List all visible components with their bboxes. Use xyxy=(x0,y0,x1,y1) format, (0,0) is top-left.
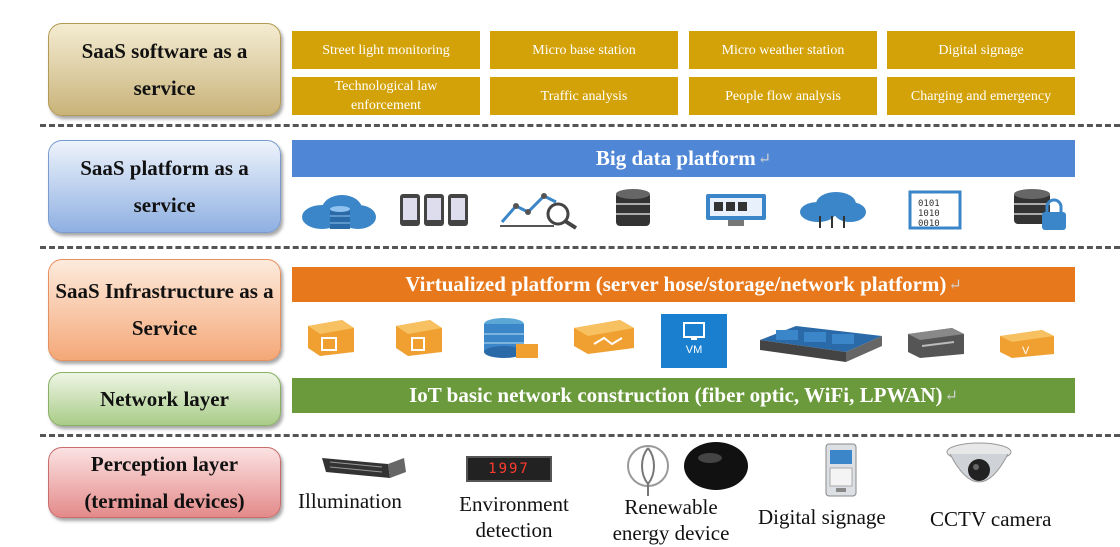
server-box-icon xyxy=(308,320,354,356)
device-label-environment: Environment detection xyxy=(459,492,569,542)
mobile-devices-icon xyxy=(400,194,468,226)
iaas-layer-label: SaaS Infrastructure as a Service xyxy=(55,279,274,340)
network-construction-bar: IoT basic network construction (fiber op… xyxy=(292,378,1075,413)
svg-text:0010: 0010 xyxy=(918,219,940,229)
binary-data-icon: 0101 1010 0010 xyxy=(908,190,962,230)
return-mark: ↵ xyxy=(948,276,962,294)
display-reading: 1997 xyxy=(488,461,530,477)
virtualized-platform-label: Virtualized platform (server hose/storag… xyxy=(405,272,947,296)
cloud-database-icon xyxy=(302,195,376,229)
vm-label: VM xyxy=(685,344,703,356)
device-label-digital-signage: Digital signage xyxy=(758,505,886,529)
server-unit-icon xyxy=(908,328,964,358)
separator-1 xyxy=(40,124,1120,127)
digital-signage-kiosk-icon xyxy=(825,443,857,497)
app-micro-weather-station: Micro weather station xyxy=(689,31,877,69)
data-analysis-icon xyxy=(500,193,578,230)
app-label: Digital signage xyxy=(938,42,1024,58)
app-label: Technological law enforcement xyxy=(334,79,438,113)
monitor-dashboard-icon xyxy=(706,194,766,226)
svg-text:1010: 1010 xyxy=(918,209,940,219)
app-label: Micro weather station xyxy=(721,42,845,58)
wind-turbine-solar-icon xyxy=(627,442,748,496)
street-light-fixture-icon xyxy=(322,458,406,478)
app-street-light-monitoring: Street light monitoring xyxy=(292,31,480,69)
database-icon xyxy=(616,189,650,226)
environment-display-icon: 1997 xyxy=(466,456,552,482)
device-label-cctv: CCTV camera xyxy=(930,507,1052,531)
app-label: Micro base station xyxy=(532,42,636,58)
return-mark: ↵ xyxy=(944,387,958,405)
app-people-flow-analysis: People flow analysis xyxy=(689,77,877,115)
app-label: People flow analysis xyxy=(725,88,841,104)
network-construction-label: IoT basic network construction (fiber op… xyxy=(409,383,943,407)
saas-layer-box: SaaS software as a service xyxy=(48,23,281,116)
app-label: Charging and emergency xyxy=(910,88,1052,104)
app-micro-base-station: Micro base station xyxy=(490,31,678,69)
virtualized-platform-bar: Virtualized platform (server hose/storag… xyxy=(292,267,1075,302)
svg-text:0101: 0101 xyxy=(918,199,940,209)
paas-layer-box: SaaS platform as a service xyxy=(48,140,281,233)
app-charging-and-emergency: Charging and emergency xyxy=(887,77,1075,115)
perception-layer-box: Perception layer (terminal devices) xyxy=(48,447,281,518)
app-label: Traffic analysis xyxy=(540,88,628,104)
network-appliance-icon xyxy=(574,320,634,354)
iaas-layer-box: SaaS Infrastructure as a Service xyxy=(48,259,281,361)
saas-layer-label: SaaS software as a service xyxy=(81,38,248,100)
big-data-platform-label: Big data platform xyxy=(595,146,756,170)
app-technological-law-enforcement: Technological law enforcement xyxy=(292,77,480,115)
vm-icon: VM xyxy=(661,314,727,368)
separator-2 xyxy=(40,246,1120,249)
network-layer-label: Network layer xyxy=(100,386,229,411)
storage-box-icon xyxy=(396,320,442,356)
app-traffic-analysis: Traffic analysis xyxy=(490,77,678,115)
app-label: Street light monitoring xyxy=(322,42,450,58)
cloud-transfer-icon xyxy=(800,192,866,228)
server-rack-icon xyxy=(760,326,882,362)
big-data-platform-bar: Big data platform↵ xyxy=(292,140,1075,177)
device-label-illumination: Illumination xyxy=(298,489,402,513)
svg-text:V: V xyxy=(1022,345,1030,357)
cctv-dome-camera-icon xyxy=(946,442,1012,483)
return-mark: ↵ xyxy=(757,150,772,168)
secure-database-icon xyxy=(1014,189,1066,230)
database-vm-icon xyxy=(484,318,538,358)
app-digital-signage: Digital signage xyxy=(887,31,1075,69)
perception-layer-label: Perception layer (terminal devices) xyxy=(84,451,245,513)
separator-3 xyxy=(40,434,1120,437)
paas-layer-label: SaaS platform as a service xyxy=(80,155,249,217)
virtual-appliance-icon: V xyxy=(1000,330,1054,358)
device-label-renewable: Renewable energy device xyxy=(612,495,730,545)
network-layer-box: Network layer xyxy=(48,372,281,426)
